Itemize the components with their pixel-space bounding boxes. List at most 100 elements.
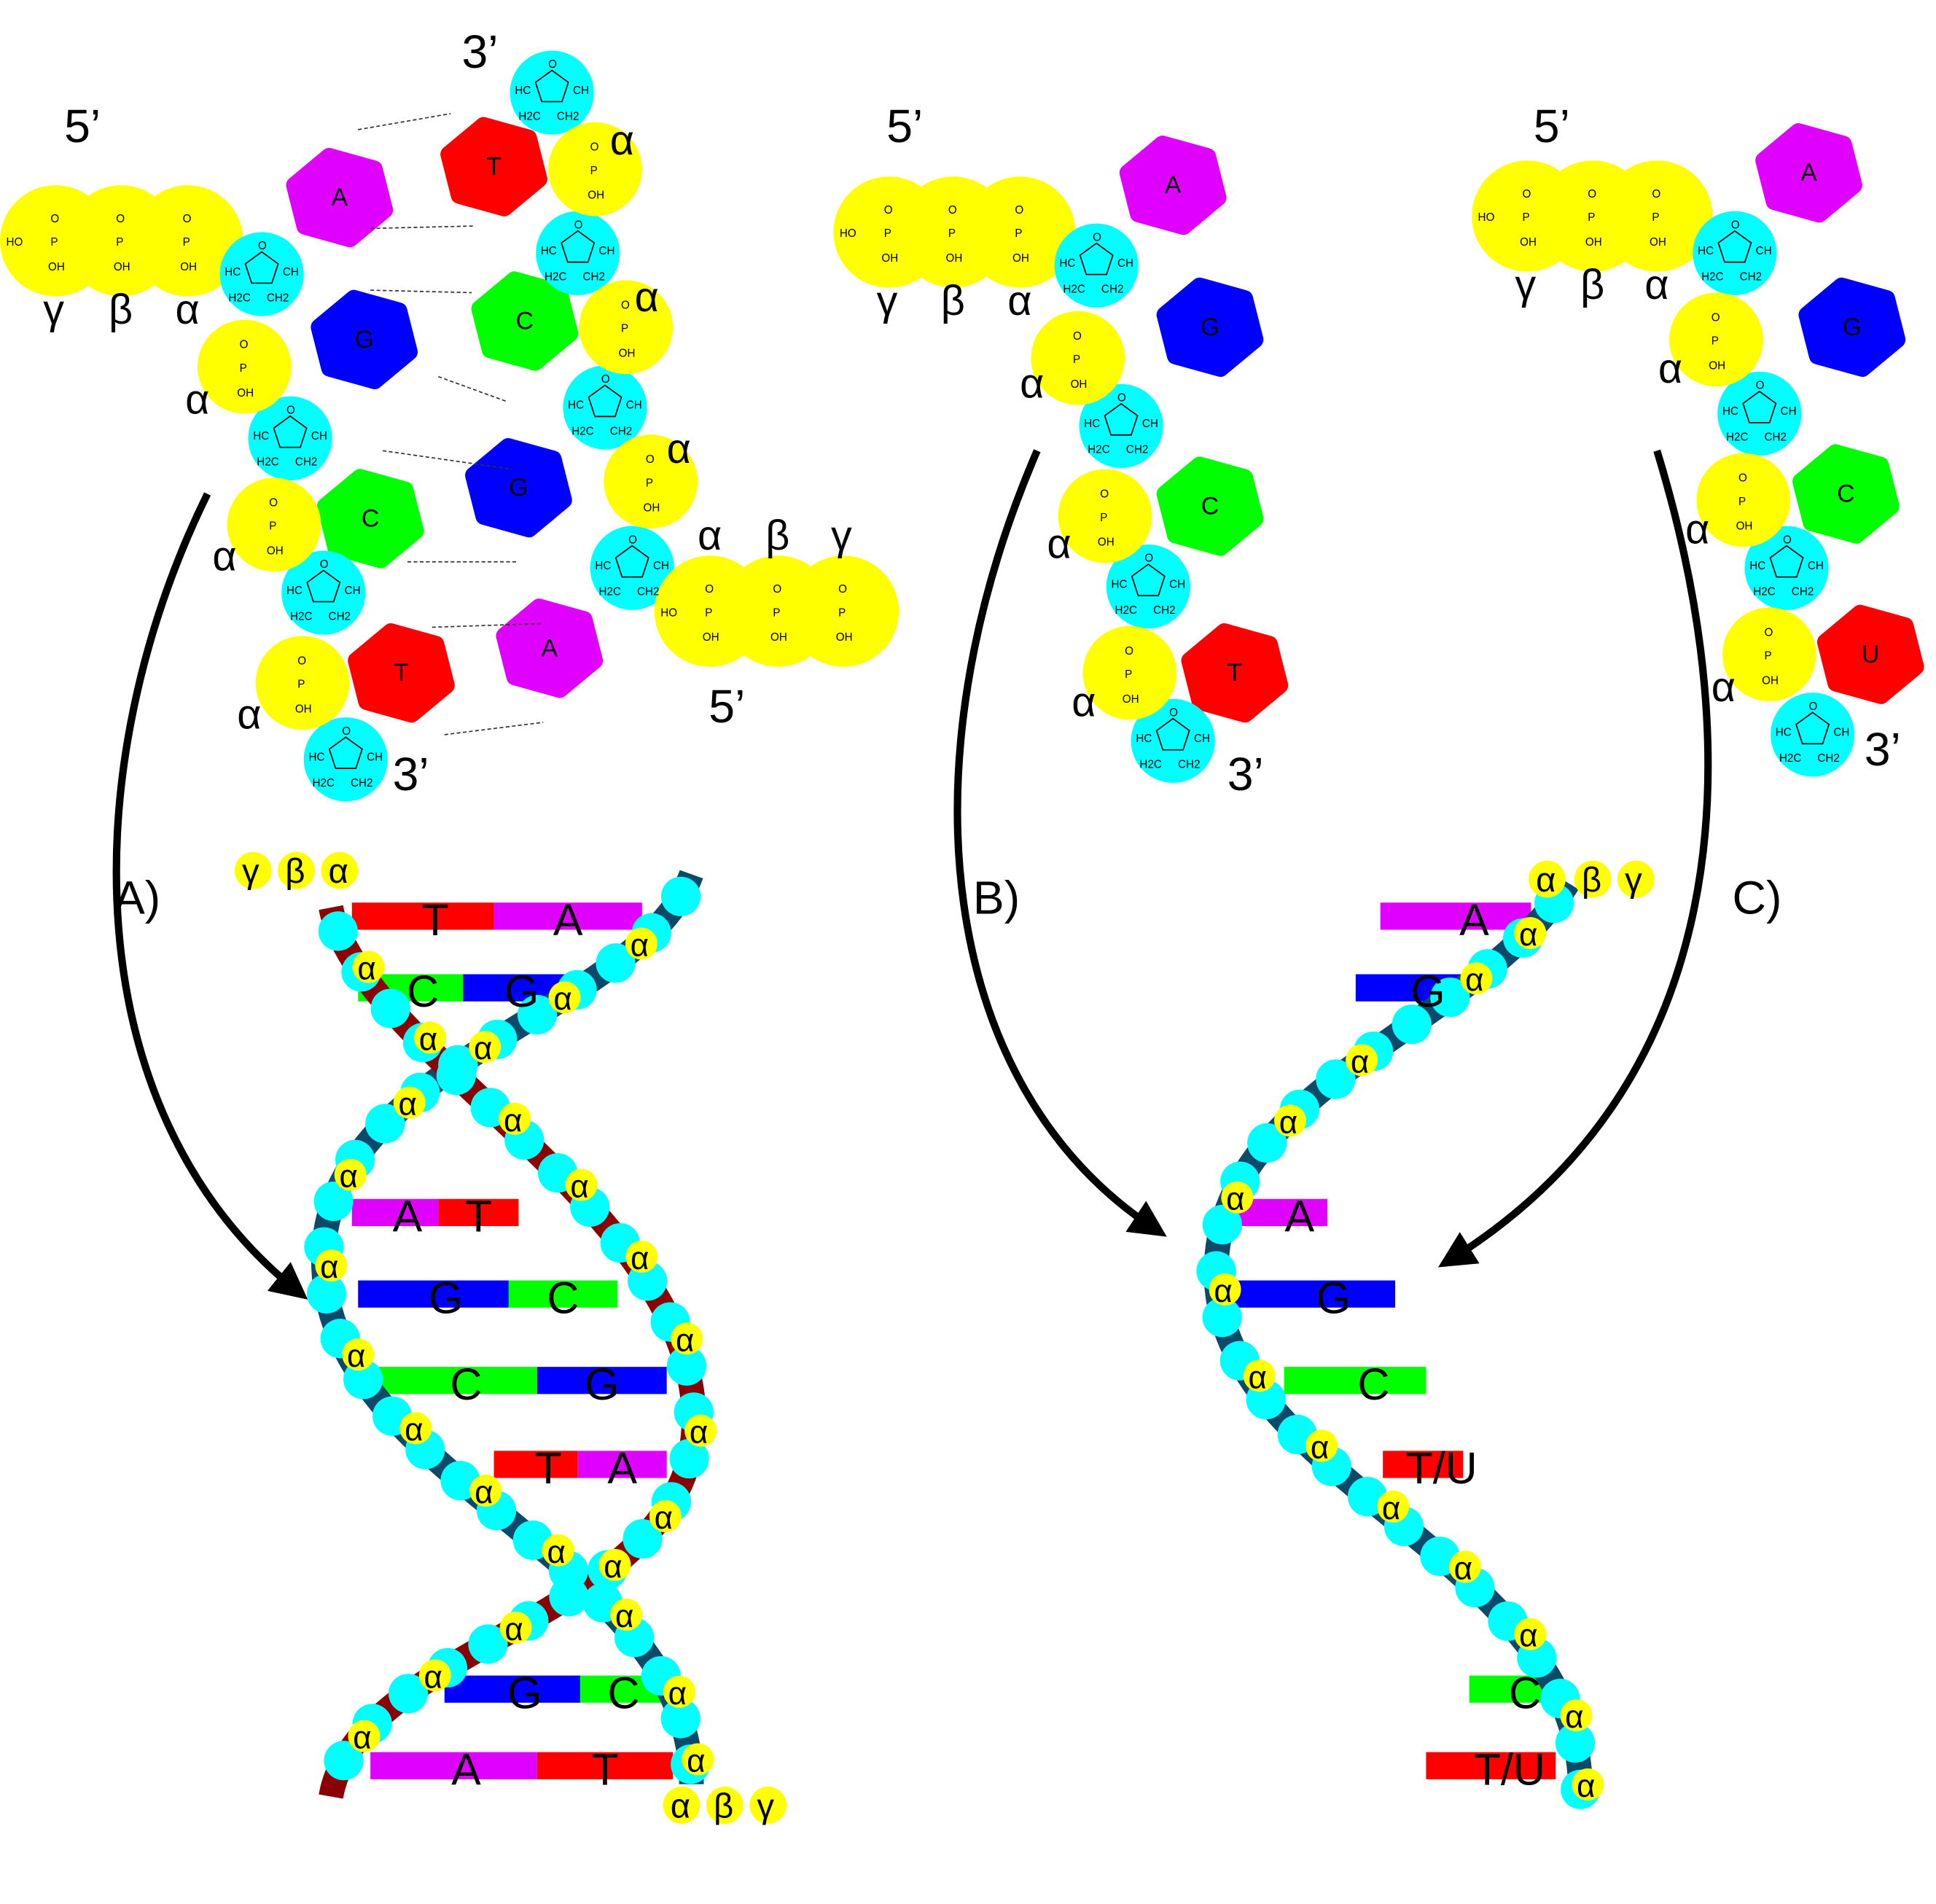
base-bar-letter: G xyxy=(429,1273,463,1322)
ring-carbon-ch2: CH2 xyxy=(295,456,317,469)
phosphate-atom: P xyxy=(1015,227,1022,240)
greek-alpha: α xyxy=(676,1322,694,1358)
oxygen-atom: O xyxy=(1073,330,1082,343)
sugar-ribose xyxy=(1106,545,1190,629)
phosphate-bead xyxy=(278,851,315,889)
oxygen-atom: O xyxy=(1765,626,1773,639)
ring-carbon: CH xyxy=(1142,418,1158,430)
base-letter: T xyxy=(1227,659,1243,687)
ring-carbon: HC xyxy=(286,585,302,597)
phosphate-bead xyxy=(1243,1359,1276,1392)
base-bar-letter: A xyxy=(1459,895,1489,945)
phosphate-bead xyxy=(649,1500,682,1533)
greek-alpha: α xyxy=(405,1412,423,1448)
five-prime-label-a-right: 5’ xyxy=(709,680,745,733)
base-letter: C xyxy=(1837,480,1854,508)
panel-b-molecules xyxy=(833,136,1289,783)
ring-carbon: CH xyxy=(1781,405,1797,418)
phosphate-bead xyxy=(706,1787,743,1824)
phosphate-atom: P xyxy=(1711,335,1719,348)
nucleobase-T xyxy=(1181,623,1289,723)
arrow-a xyxy=(112,492,308,1300)
ring-carbon: HC xyxy=(1059,257,1075,270)
sugar-bead xyxy=(318,911,358,951)
oxygen-atom: O xyxy=(1125,645,1133,658)
greek-alpha: α xyxy=(570,1168,588,1204)
phosphate-bead xyxy=(625,927,657,960)
ring-carbon-h2c: H2C xyxy=(290,610,312,623)
ring-oxygen: O xyxy=(548,58,557,71)
sugar-ribose xyxy=(1693,211,1777,295)
base-bar-T xyxy=(493,1451,578,1478)
ring-carbon-ch2: CH2 xyxy=(583,271,605,284)
sugar-ring xyxy=(1769,545,1804,578)
hydroxyl-label: OH xyxy=(881,252,898,265)
sugar-ring xyxy=(1717,230,1752,263)
hydroxyl-label: OH xyxy=(48,261,65,273)
panel-c-molecules xyxy=(1472,123,1924,777)
base-bar-C xyxy=(370,1367,537,1394)
phosphate-bead xyxy=(414,1021,447,1054)
phosphate-bead xyxy=(418,1659,451,1692)
phosphate-bead xyxy=(1572,1768,1604,1801)
base-bar-letter: G xyxy=(504,967,539,1016)
phosphate-bead xyxy=(625,1241,658,1273)
greek-alpha: α xyxy=(1248,1359,1266,1395)
base-bar-G xyxy=(358,1280,509,1308)
oxygen-atom: O xyxy=(773,583,781,596)
greek-alpha: α xyxy=(1007,278,1031,324)
ring-carbon: CH xyxy=(1833,727,1849,739)
hydroxyl-label: OH xyxy=(237,387,254,399)
greek-alpha: α xyxy=(1644,262,1668,308)
sugar-ribose xyxy=(563,365,647,450)
ring-carbon-ch2: CH2 xyxy=(1792,585,1814,598)
phosphate-bead xyxy=(315,1249,348,1282)
ring-carbon-ch2: CH2 xyxy=(610,425,632,437)
oxygen-atom: O xyxy=(1738,472,1747,485)
phosphate-bead xyxy=(663,1675,695,1708)
hydrogen-bonds xyxy=(358,113,544,736)
sugar-ring xyxy=(614,545,649,578)
phosphate-bead xyxy=(334,1158,367,1191)
oxygen-atom: O xyxy=(269,497,278,510)
greek-alpha: α xyxy=(635,274,659,321)
base-bar-C xyxy=(1469,1675,1544,1703)
phosphate-atom: P xyxy=(884,227,891,240)
greek-gamma: γ xyxy=(43,286,64,333)
base-letter: C xyxy=(1201,493,1219,520)
greek-beta: β xyxy=(941,278,965,324)
nucleobase-A xyxy=(496,598,604,698)
base-letter: T xyxy=(394,659,409,687)
oxygen-atom: O xyxy=(297,655,306,667)
ring-carbon: HC xyxy=(308,751,324,763)
phosphate-bead xyxy=(1377,1490,1410,1523)
greek-alpha: α xyxy=(1519,1618,1537,1654)
panel-label-c: C) xyxy=(1733,871,1782,924)
sugar-ring xyxy=(328,736,363,769)
base-bar-letter: T xyxy=(591,1744,618,1794)
hydroxyl-label: OH xyxy=(180,261,197,273)
oxygen-atom: O xyxy=(1015,204,1023,216)
greek-alpha: α xyxy=(615,1599,633,1634)
arrow-b xyxy=(953,449,1167,1237)
greek-alpha: α xyxy=(687,1743,705,1779)
greek-alpha: α xyxy=(1047,521,1071,568)
greek-alpha: α xyxy=(547,1534,566,1570)
phosphate-bead xyxy=(342,1338,375,1371)
ring-carbon: HC xyxy=(1111,578,1127,590)
greek-alpha: α xyxy=(1382,1491,1400,1526)
phosphate-group xyxy=(1031,311,1125,405)
nucleobase-U xyxy=(1816,604,1924,704)
oxygen-atom: O xyxy=(1652,188,1660,200)
phosphate-bead xyxy=(684,1414,717,1447)
base-bar-A xyxy=(577,1451,667,1478)
phosphate-bead xyxy=(234,851,272,889)
greek-alpha: α xyxy=(1565,1699,1583,1735)
base-bar-T xyxy=(438,1198,519,1227)
base-bar-letter: C xyxy=(450,1359,482,1409)
phosphate-bead xyxy=(1460,962,1493,995)
ring-carbon-h2c: H2C xyxy=(1115,604,1137,617)
base-bar-letter: T/U xyxy=(1474,1744,1545,1794)
greek-alpha: α xyxy=(1279,1104,1297,1140)
phosphate-atom: P xyxy=(1523,211,1530,224)
